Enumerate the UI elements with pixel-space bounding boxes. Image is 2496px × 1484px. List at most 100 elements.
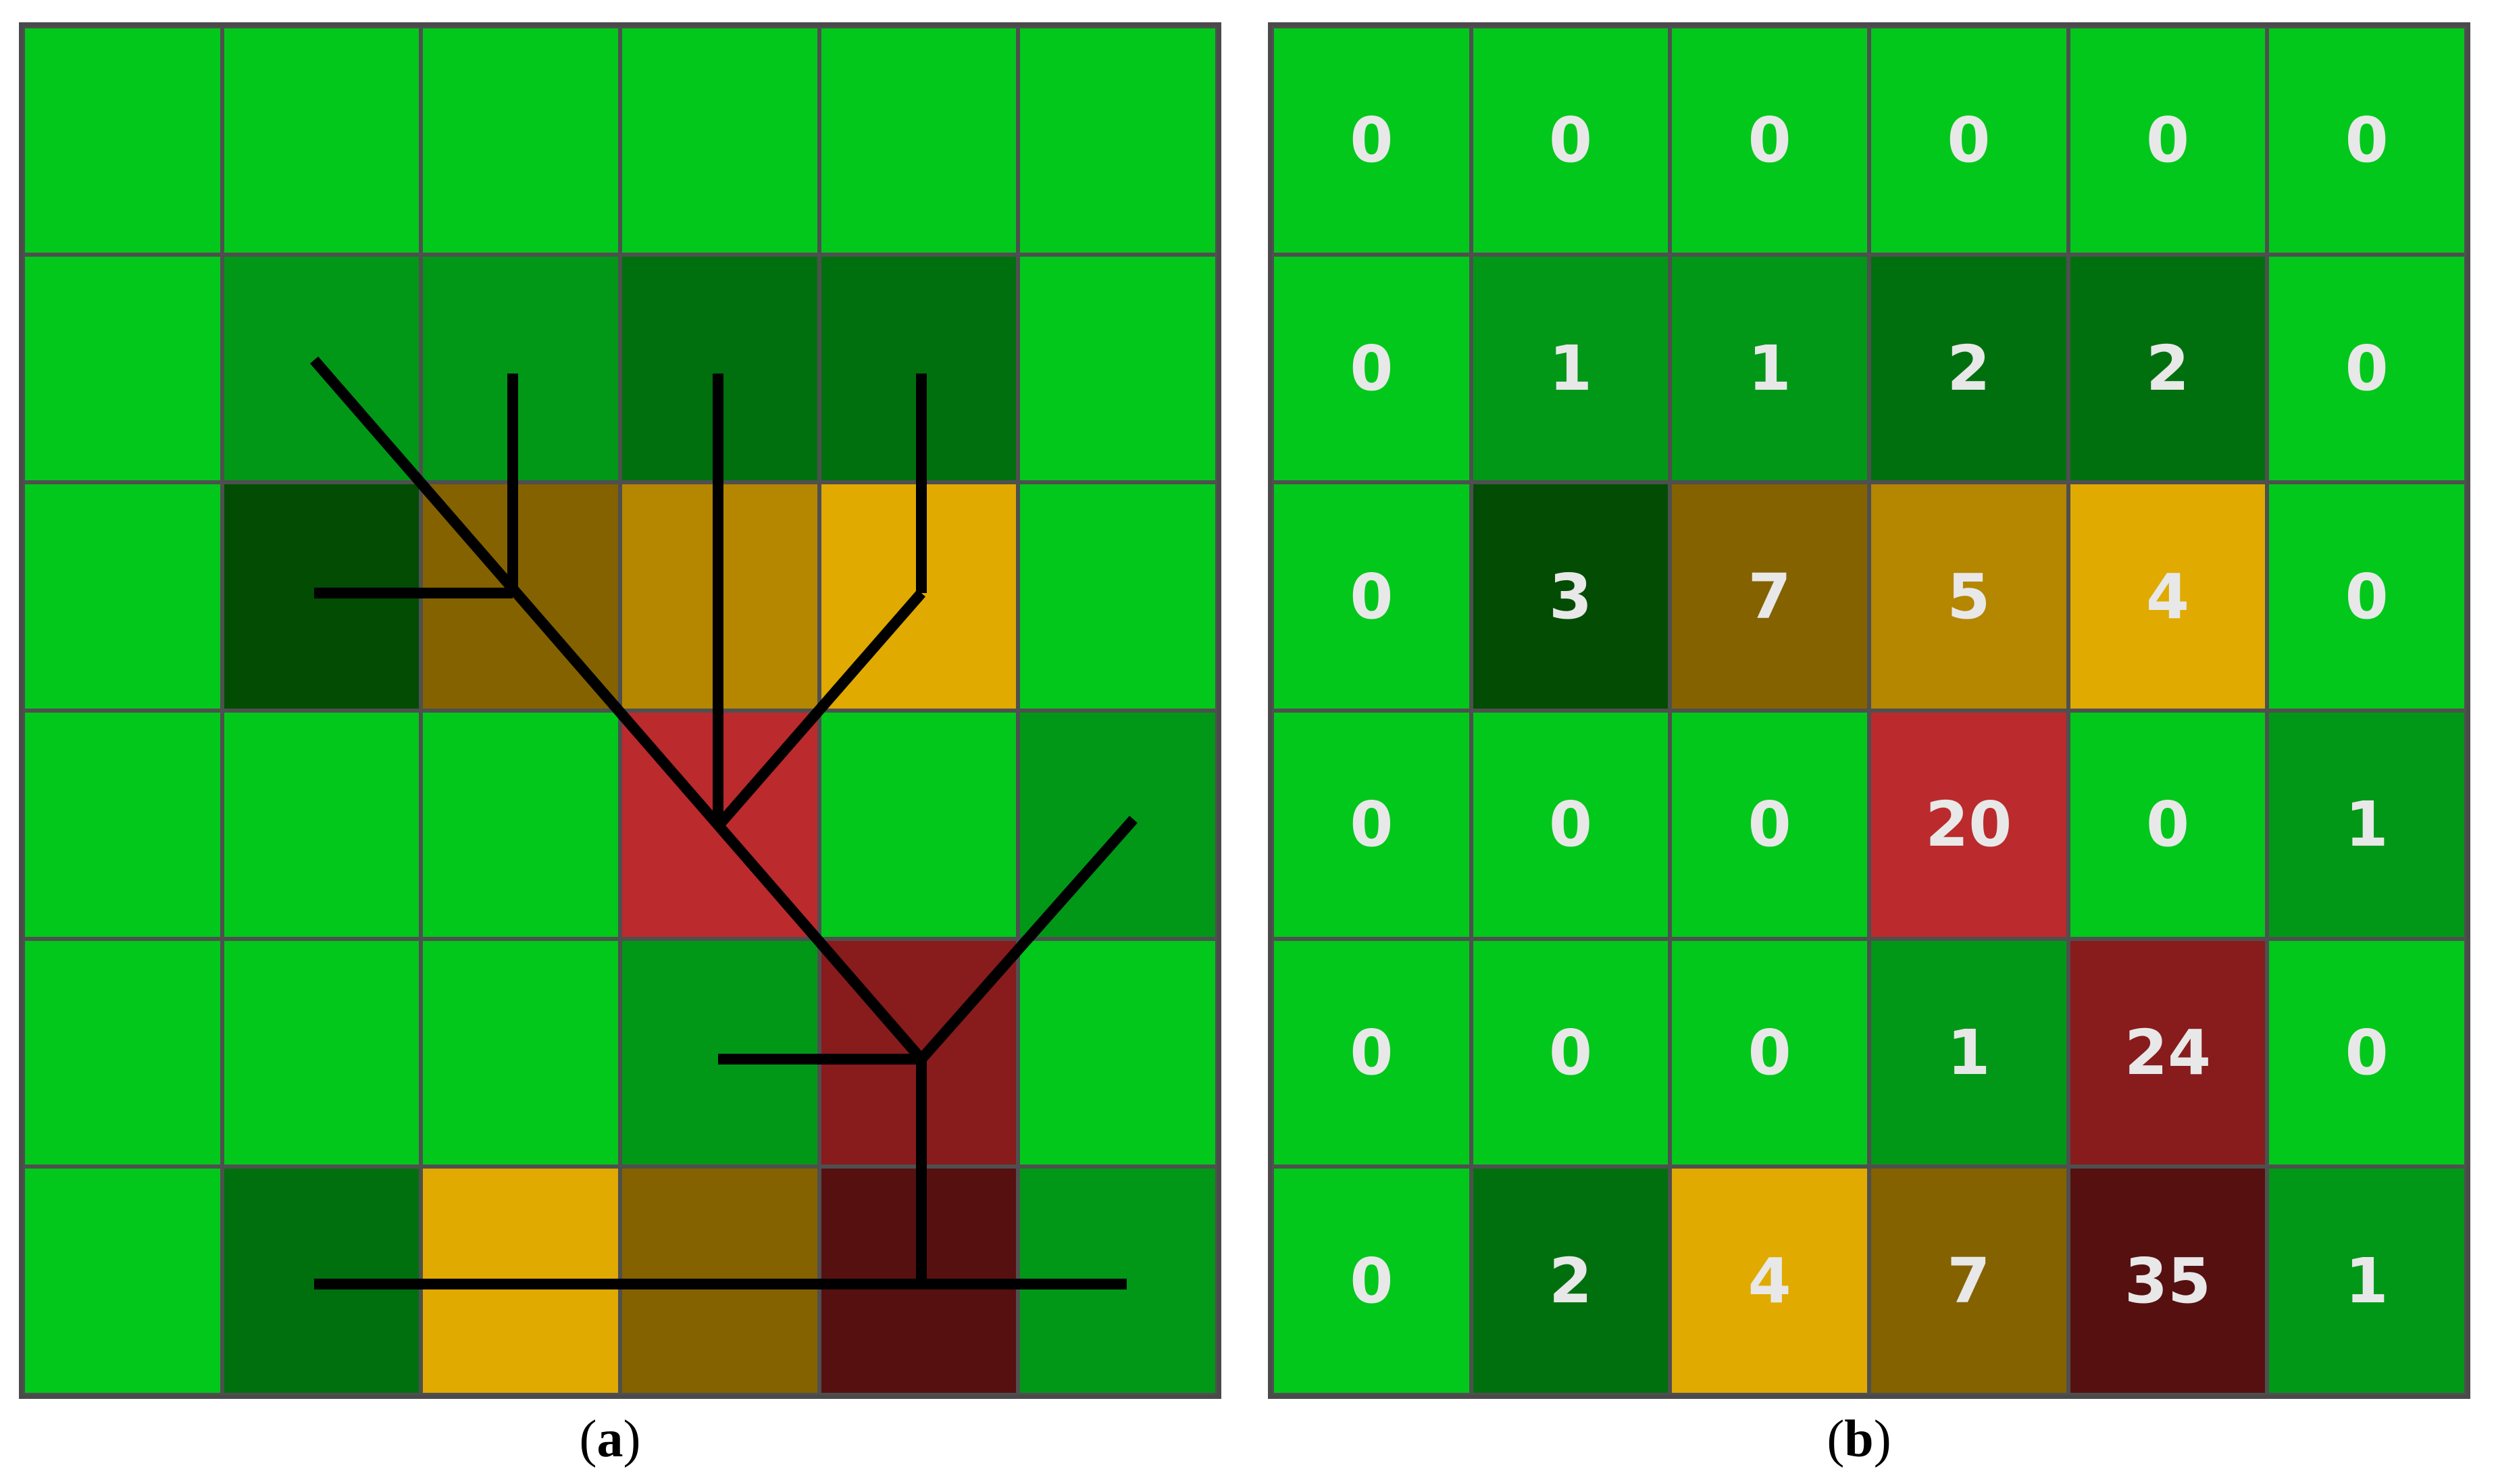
grid-cell: 35 xyxy=(2068,1167,2268,1395)
cell-value: 1 xyxy=(2345,1244,2389,1317)
grid-cell xyxy=(819,710,1019,939)
cell-value: 0 xyxy=(1548,104,1592,177)
grid-cell: 2 xyxy=(1868,254,2068,483)
cell-value: 0 xyxy=(2345,560,2389,633)
cell-value: 0 xyxy=(2345,332,2389,405)
cell-value: 0 xyxy=(1350,332,1394,405)
grid-cell: 2 xyxy=(2068,254,2268,483)
grid-cell: 4 xyxy=(2068,482,2268,711)
grid-cell xyxy=(23,710,222,939)
grid-cell: 0 xyxy=(1272,254,1471,483)
grid-cell: 20 xyxy=(1868,710,2068,939)
cell-value: 3 xyxy=(1548,560,1592,633)
grid-cell xyxy=(23,254,222,483)
grid-cell: 0 xyxy=(2267,482,2466,711)
grid-cell: 0 xyxy=(1272,938,1471,1167)
grid-cell: 7 xyxy=(1670,482,1869,711)
grid-cell xyxy=(1018,938,1217,1167)
grid-cell xyxy=(222,710,422,939)
cell-value: 2 xyxy=(1947,332,1991,405)
grid-cell xyxy=(819,26,1019,255)
cell-value: 0 xyxy=(1548,1016,1592,1089)
grid-cell xyxy=(421,26,620,255)
grid-cell xyxy=(421,254,620,483)
grid-cell: 0 xyxy=(2068,710,2268,939)
grid-cell: 1 xyxy=(1868,938,2068,1167)
grid-cell: 0 xyxy=(1868,26,2068,255)
cell-value: 24 xyxy=(2124,1016,2211,1089)
cell-value: 0 xyxy=(2145,788,2189,861)
cell-value: 4 xyxy=(2145,560,2189,633)
cell-value: 0 xyxy=(1748,1016,1791,1089)
grid-cell: 0 xyxy=(2267,26,2466,255)
grid-cell xyxy=(222,938,422,1167)
cell-value: 0 xyxy=(2345,104,2389,177)
cell-value: 0 xyxy=(1350,560,1394,633)
cell-value: 5 xyxy=(1947,560,1991,633)
grid-cell: 0 xyxy=(1272,1167,1471,1395)
grid-cell: 0 xyxy=(1670,26,1869,255)
grid-cell xyxy=(1018,482,1217,711)
stream-tributary-col4-diagonal xyxy=(713,589,926,830)
cell-value: 20 xyxy=(1925,788,2012,861)
grid-cell: 0 xyxy=(2267,254,2466,483)
grid-cell xyxy=(1018,710,1217,939)
caption-a: (a) xyxy=(579,1409,641,1468)
grid-cell: 1 xyxy=(1471,254,1671,483)
cell-value: 0 xyxy=(2145,104,2189,177)
grid-cell: 1 xyxy=(1670,254,1869,483)
drainage-network xyxy=(309,356,1138,1289)
panel-a-flow-direction-grid xyxy=(19,22,1221,1399)
cell-value: 0 xyxy=(1350,1244,1394,1317)
cell-value: 0 xyxy=(1748,788,1791,861)
cell-value: 2 xyxy=(2145,332,2189,405)
grid-cell: 0 xyxy=(1471,26,1671,255)
grid-cell xyxy=(421,710,620,939)
caption-b: (b) xyxy=(1827,1409,1891,1468)
cell-value: 4 xyxy=(1748,1244,1791,1317)
grid-cell: 4 xyxy=(1670,1167,1869,1395)
cell-value: 1 xyxy=(1748,332,1791,405)
grid-cell xyxy=(23,482,222,711)
cell-value: 7 xyxy=(1748,560,1791,633)
cell-value: 0 xyxy=(2345,1016,2389,1089)
grid-cell: 0 xyxy=(1272,26,1471,255)
grid-cell xyxy=(619,938,819,1167)
cell-value: 7 xyxy=(1947,1244,1991,1317)
grid-cell: 0 xyxy=(2267,938,2466,1167)
grid-cell: 0 xyxy=(1272,482,1471,711)
cell-value: 0 xyxy=(1350,1016,1394,1089)
grid-cell: 0 xyxy=(1471,710,1671,939)
grid-cell: 0 xyxy=(1471,938,1671,1167)
cell-value: 0 xyxy=(1548,788,1592,861)
grid-cell: 24 xyxy=(2068,938,2268,1167)
grid-cell xyxy=(23,938,222,1167)
grid-cell xyxy=(619,26,819,255)
grid-cell xyxy=(1018,254,1217,483)
cell-value: 35 xyxy=(2124,1244,2211,1317)
grid-cell xyxy=(23,1167,222,1395)
grid-cell: 7 xyxy=(1868,1167,2068,1395)
grid-cell xyxy=(222,26,422,255)
stream-main-diagonal xyxy=(309,356,926,1063)
cell-value: 0 xyxy=(1748,104,1791,177)
grid-cell xyxy=(421,938,620,1167)
grid-cell: 0 xyxy=(1272,710,1471,939)
cell-value: 0 xyxy=(1350,104,1394,177)
grid-cell: 1 xyxy=(2267,1167,2466,1395)
grid-cell xyxy=(1018,26,1217,255)
cell-value: 1 xyxy=(1947,1016,1991,1089)
grid-cell: 1 xyxy=(2267,710,2466,939)
cell-value: 1 xyxy=(2345,788,2389,861)
grid-cell: 2 xyxy=(1471,1167,1671,1395)
grid-cell: 0 xyxy=(2068,26,2268,255)
cell-value: 0 xyxy=(1350,788,1394,861)
cell-value: 0 xyxy=(1947,104,1991,177)
grid-cell xyxy=(23,26,222,255)
grid-cell: 0 xyxy=(1670,938,1869,1167)
grid-cell: 5 xyxy=(1868,482,2068,711)
cell-value: 2 xyxy=(1548,1244,1592,1317)
grid-cell: 3 xyxy=(1471,482,1671,711)
